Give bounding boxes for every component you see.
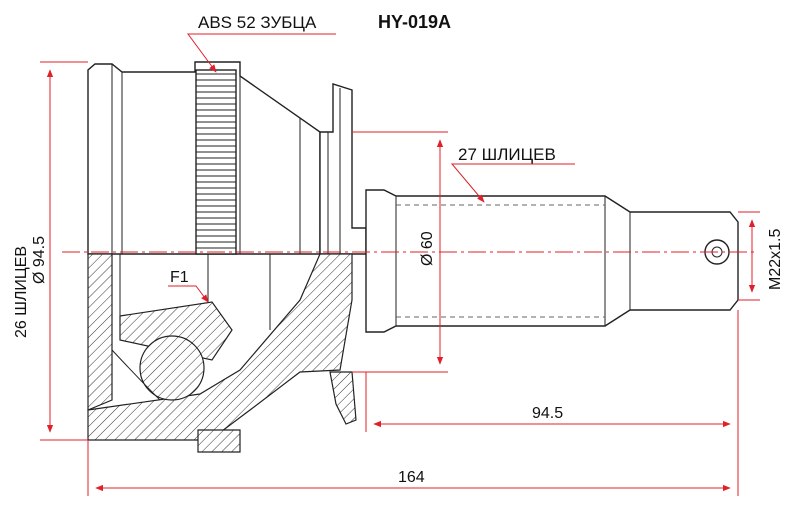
leader-abs: [187, 33, 336, 73]
label-flange-diameter: Ø 60: [419, 231, 436, 266]
label-total-length: 164: [398, 469, 425, 486]
label-f1: F1: [170, 269, 189, 286]
dimension-thread: [738, 211, 760, 301]
abs-ring: [195, 69, 237, 255]
label-outer-splines: 27 ШЛИЦЕВ: [458, 145, 556, 164]
dimension-inner-diameter: [40, 61, 88, 441]
dimension-shaft-length: [365, 310, 739, 432]
leader-f1: [168, 285, 209, 303]
label-inner-diameter: Ø 94.5: [31, 236, 48, 284]
label-thread: M22x1.5: [767, 229, 784, 290]
housing-section: [87, 253, 357, 453]
label-inner-splines: 26 ШЛИЦЕВ: [13, 246, 30, 338]
flange: [319, 83, 367, 255]
dimension-total-length: [87, 432, 739, 496]
label-shaft-length: 94.5: [532, 405, 563, 422]
part-number: HY-019A: [378, 12, 451, 32]
leader-splines: [450, 163, 575, 203]
label-abs-teeth: ABS 52 ЗУБЦА: [198, 13, 317, 32]
dimension-flange-diameter: [352, 131, 448, 373]
